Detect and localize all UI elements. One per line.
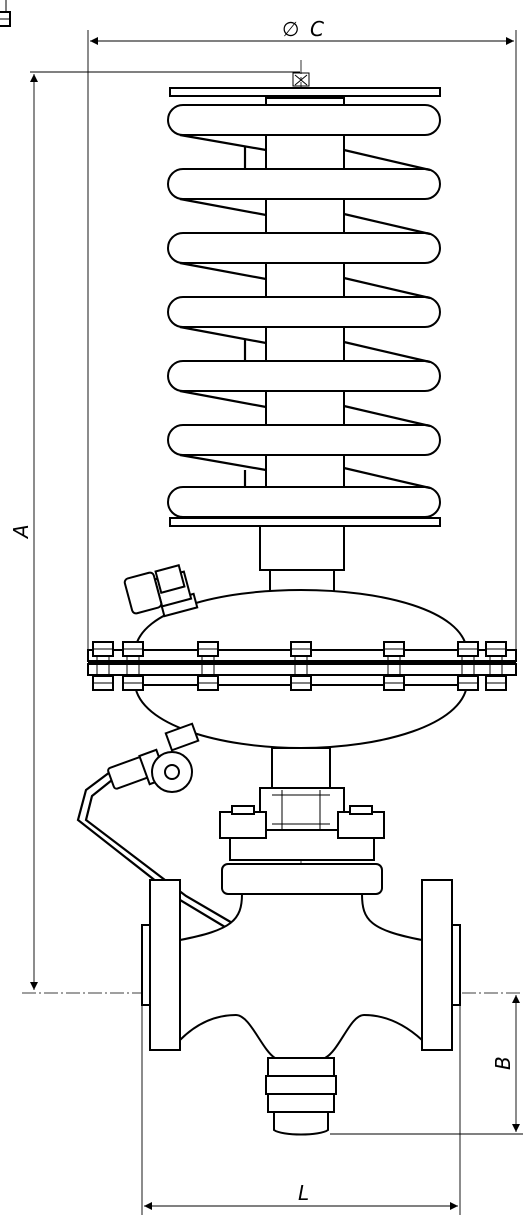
dimension-c: ∅ C xyxy=(87,17,517,660)
dimension-a: A xyxy=(9,71,300,990)
flange-bolts xyxy=(0,0,507,691)
dimension-l-label: L xyxy=(298,1181,309,1205)
diaphragm-housing xyxy=(87,588,517,750)
dimension-a-label: A xyxy=(9,524,33,540)
dimension-l: L xyxy=(141,1005,461,1215)
spring-assembly xyxy=(167,72,441,527)
dimension-b-label: B xyxy=(491,1056,515,1070)
upper-elbow-fitting xyxy=(123,564,199,618)
dimension-c-symbol: ∅ xyxy=(282,17,299,41)
dimension-b: B xyxy=(330,995,523,1135)
dimension-c-label: C xyxy=(310,17,324,41)
upper-stem xyxy=(259,525,345,593)
impulse-line xyxy=(76,722,235,931)
lower-stem xyxy=(259,747,345,831)
bonnet xyxy=(219,805,385,895)
valve-body xyxy=(141,879,461,1136)
